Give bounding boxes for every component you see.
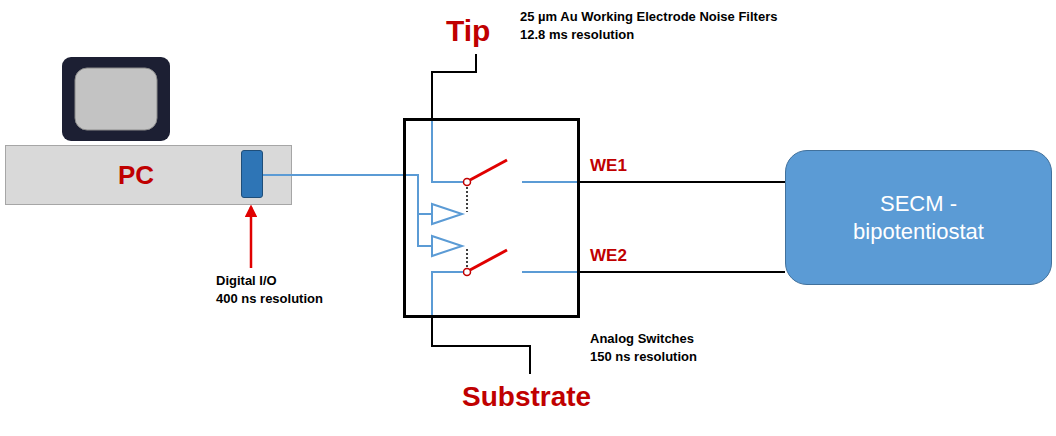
bipotentiostat-label: SECM - bipotentiostat [853,190,984,245]
we-line [580,181,785,183]
tip-wire [432,54,476,118]
tip-inner-wire [432,121,463,182]
bipotentiostat-box: SECM - bipotentiostat [785,150,1052,285]
switch-caption: Analog Switches 150 ns resolution [590,330,761,365]
control-link [466,187,468,212]
substrate-label: Substrate [462,382,591,413]
electrode-label: WE2 [588,246,629,266]
electrode-label: WE1 [588,156,629,176]
tip-note: 25 µm Au Working Electrode Noise Filters… [520,8,777,44]
monitor [62,57,170,141]
switch-contact [522,271,580,273]
monitor-frame [62,57,170,141]
substrate-inner-wire [432,272,463,315]
we-line [580,271,785,273]
pc-box: PC [5,145,292,205]
digital-io-card [241,150,263,198]
pointer-arrow [250,207,253,268]
switch-box: Analog Switches 150 ns resolution [403,118,580,318]
switch-lever [470,160,507,180]
digital-io-note: Digital I/O 400 ns resolution [216,272,323,308]
tip-label: Tip [446,14,490,47]
control-link [466,249,468,267]
buffer-symbol [432,236,462,256]
switch-pivot [464,269,471,276]
control-line [292,174,403,176]
monitor-screen [75,68,157,130]
io-wire [263,174,292,176]
pc-label: PC [118,161,154,190]
control-wire [405,175,432,246]
switch-contact [522,181,580,183]
buffer-symbol [432,204,462,224]
switch-lever [470,250,507,270]
switch-pivot [464,179,471,186]
substrate-wire [432,318,530,374]
